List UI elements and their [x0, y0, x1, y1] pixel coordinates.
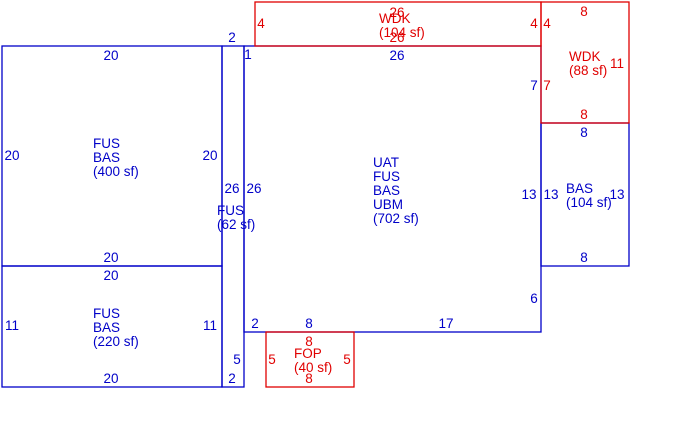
- area-label-line: BAS: [373, 183, 400, 198]
- dimension-label: 26: [389, 48, 404, 63]
- area-label: WDK (104 sf): [379, 11, 425, 40]
- dimension-label: 13: [543, 187, 558, 202]
- dimension-label: 11: [203, 318, 217, 333]
- dimension-label: 11: [610, 56, 624, 71]
- area-label-line: BAS: [566, 181, 593, 196]
- dimension-label: 20: [103, 48, 118, 63]
- dimension-label: 26: [389, 30, 404, 45]
- area-label-line: UAT: [373, 155, 399, 170]
- area-label-line: (62 sf): [217, 217, 255, 232]
- dimension-label: 26: [224, 181, 239, 196]
- area-outlines: [1, 1, 630, 388]
- dimension-label: 20: [103, 268, 118, 283]
- dimension-label: 11: [5, 318, 19, 333]
- area-label-line: WDK: [569, 49, 601, 64]
- area-label-line: BAS: [93, 150, 120, 165]
- dimension-label: 5: [343, 352, 351, 367]
- area-label-line: (40 sf): [294, 360, 332, 375]
- area-label: BAS (104 sf): [566, 181, 612, 210]
- dimension-label: 17: [438, 316, 453, 331]
- area-label-line: (400 sf): [93, 164, 139, 179]
- dimension-label: 20: [103, 371, 118, 386]
- dimension-label: 20: [103, 250, 118, 265]
- area-label: FUS (62 sf): [217, 203, 255, 232]
- dimension-label: 13: [521, 187, 536, 202]
- area-label-line: (88 sf): [569, 63, 607, 78]
- area-label: FUS BAS (400 sf): [93, 136, 139, 179]
- area-label-line: FUS: [93, 136, 120, 151]
- dimension-label: 2: [228, 30, 236, 45]
- area-label: FOP (40 sf): [294, 346, 332, 375]
- dimension-label: 7: [530, 78, 538, 93]
- dimension-label: 4: [530, 16, 538, 31]
- area-label-line: FUS: [217, 203, 244, 218]
- dimension-label: 8: [305, 334, 313, 349]
- area-label-line: FOP: [294, 346, 322, 361]
- dimension-label: 20: [202, 148, 217, 163]
- dimension-label: 8: [305, 316, 313, 331]
- area-label: UAT FUS BAS UBM (702 sf): [373, 155, 419, 226]
- dimension-label: 8: [580, 107, 588, 122]
- dimension-label: 13: [609, 187, 624, 202]
- area-label-line: (702 sf): [373, 211, 419, 226]
- dimension-label: 2: [251, 316, 259, 331]
- dimension-label: 26: [246, 181, 261, 196]
- dimension-label: 8: [305, 371, 313, 386]
- dimension-label: 8: [580, 125, 588, 140]
- area-label: WDK (88 sf): [569, 49, 607, 78]
- area-label-line: FUS: [373, 169, 400, 184]
- area-label-line: BAS: [93, 320, 120, 335]
- area-label-line: (220 sf): [93, 334, 139, 349]
- area-labels: FUS BAS (400 sf) FUS BAS (220 sf) FUS (6…: [93, 11, 612, 375]
- dimension-label: 6: [530, 291, 538, 306]
- dimension-label: 1: [244, 47, 252, 62]
- dimension-label: 8: [580, 4, 588, 19]
- area-label-line: (104 sf): [379, 25, 425, 40]
- dimension-label: 5: [268, 352, 276, 367]
- area-label-line: FUS: [93, 306, 120, 321]
- dimension-label: 4: [257, 16, 265, 31]
- dimension-label: 2: [228, 371, 236, 386]
- area-label: FUS BAS (220 sf): [93, 306, 139, 349]
- area-label-line: (104 sf): [566, 195, 612, 210]
- area-label-line: UBM: [373, 197, 403, 212]
- area-fop-40-outline[interactable]: [265, 331, 355, 388]
- dimension-label: 7: [543, 78, 551, 93]
- dimension-label: 8: [580, 250, 588, 265]
- dimension-label: 20: [4, 148, 19, 163]
- area-wdk-88-outline[interactable]: [540, 1, 630, 124]
- dimension-label: 26: [389, 5, 404, 20]
- dimension-label: 4: [543, 16, 551, 31]
- dimension-labels: 20 20 20 20 20 11 11 20 2 26 26 1 5 2 26…: [4, 4, 624, 386]
- area-label-line: WDK: [379, 11, 411, 26]
- dimension-label: 5: [233, 352, 241, 367]
